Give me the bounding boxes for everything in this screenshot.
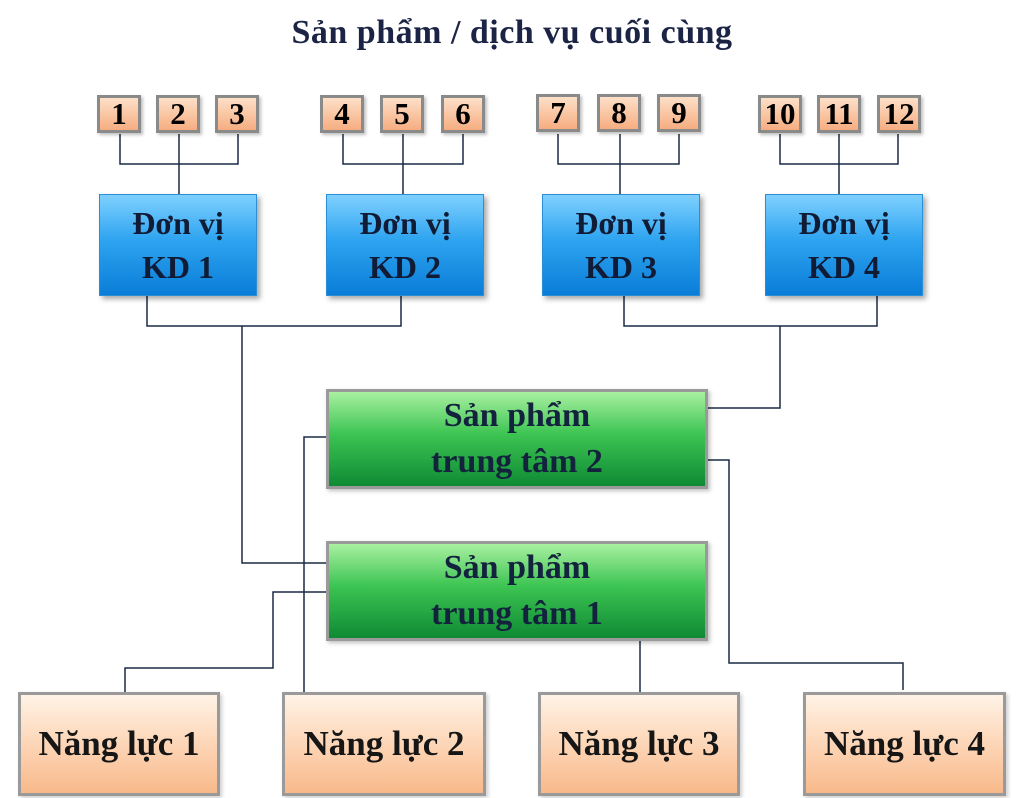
connector-core-2-capability-4 [708,459,904,690]
core-product-line2: trung tâm 1 [431,595,603,632]
product-box: 11 [817,95,861,133]
product-box: 12 [877,95,921,133]
product-box: 1 [97,95,141,133]
business-unit-2: Đơn vị KD 2 [326,194,484,296]
connector-products-7-9 [557,134,680,194]
connector-products-10-12 [779,134,899,194]
business-unit-line2: KD 3 [585,249,657,285]
product-box: 4 [320,95,364,133]
product-box: 3 [215,95,259,133]
product-box: 7 [536,94,580,132]
connector-units-3-4-core-2 [623,296,878,409]
business-unit-line1: Đơn vị [798,205,890,241]
connector-products-4-6 [342,134,464,194]
core-product-line1: Sản phẩm [443,397,591,434]
capability-3: Năng lực 3 [538,692,740,796]
business-unit-4: Đơn vị KD 4 [765,194,923,296]
product-box: 5 [380,95,424,133]
product-box: 6 [441,95,485,133]
business-unit-line1: Đơn vị [132,205,224,241]
business-unit-line2: KD 1 [142,249,214,285]
connector-core-2-capability-2 [303,436,328,693]
core-product-line1: Sản phẩm [443,549,591,586]
connector-core-1-capability-1 [124,591,328,693]
connector-products-1-3 [119,134,239,194]
product-box: 10 [758,95,802,133]
product-box: 8 [597,94,641,132]
business-unit-line1: Đơn vị [575,205,667,241]
capability-4: Năng lực 4 [803,692,1006,796]
capability-2: Năng lực 2 [282,692,486,796]
core-product-1: Sản phẩm trung tâm 1 [326,541,708,641]
business-unit-3: Đơn vị KD 3 [542,194,700,296]
core-product-line2: trung tâm 2 [431,443,603,480]
core-product-2: Sản phẩm trung tâm 2 [326,389,708,489]
product-box: 2 [156,95,200,133]
business-unit-line2: KD 4 [808,249,880,285]
product-box: 9 [657,94,701,132]
connector-units-1-2-core-1 [146,296,402,564]
business-unit-line1: Đơn vị [359,205,451,241]
business-unit-1: Đơn vị KD 1 [99,194,257,296]
capability-1: Năng lực 1 [18,692,220,796]
diagram-title: Sản phẩm / dịch vụ cuối cùng [291,14,733,51]
business-unit-line2: KD 2 [369,249,441,285]
